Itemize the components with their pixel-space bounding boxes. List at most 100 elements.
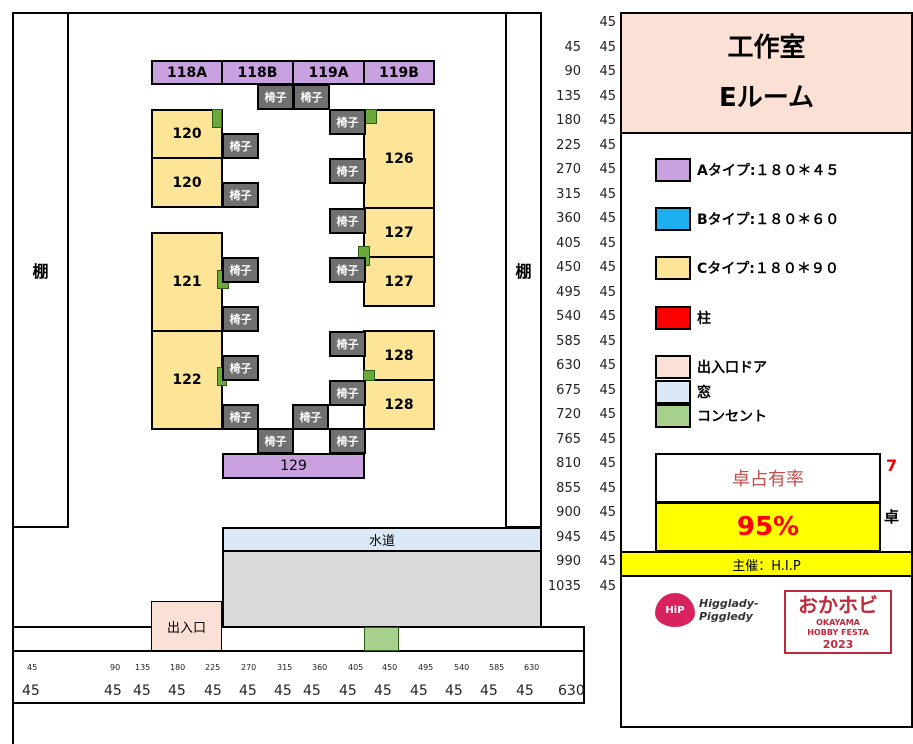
table-121[interactable]: 121 (151, 232, 223, 332)
legend-swatch (655, 404, 691, 428)
ruler-cumulative: 540 (556, 309, 581, 324)
table-119A[interactable]: 119A (292, 60, 365, 85)
ruler-cumulative: 630 (556, 358, 581, 373)
ruler-step: 45 (599, 456, 616, 471)
table-count: 7 (886, 456, 898, 475)
ruler-cumulative: 315 (277, 663, 293, 672)
ruler-cumulative: 990 (556, 554, 581, 569)
ruler-step: 45 (104, 683, 122, 699)
chair[interactable]: 椅子 (329, 208, 366, 234)
ruler-step: 45 (599, 15, 616, 30)
ruler-step: 45 (239, 683, 257, 699)
ruler-step: 45 (599, 480, 616, 496)
ruler-cumulative: 135 (556, 88, 581, 104)
ruler-step: 45 (599, 382, 616, 398)
counter-area (222, 550, 542, 628)
room-title: 工作室 Eルーム (620, 12, 913, 134)
ruler-cumulative: 360 (556, 211, 581, 226)
ruler-step: 45 (599, 186, 616, 202)
ruler-cumulative: 855 (556, 480, 581, 496)
table-127b[interactable]: 127 (363, 256, 435, 307)
entrance-door[interactable]: 出入口 (151, 601, 222, 651)
ruler-cumulative: 675 (556, 382, 581, 398)
ruler-step: 45 (599, 260, 616, 275)
chair[interactable]: 椅子 (329, 109, 366, 135)
chair[interactable]: 椅子 (257, 428, 294, 454)
ruler-step: 45 (204, 683, 222, 699)
ruler-step: 45 (410, 683, 428, 699)
table-127a[interactable]: 127 (363, 207, 435, 258)
room-title-1: 工作室 (727, 33, 806, 63)
chair[interactable]: 椅子 (329, 380, 366, 406)
legend-item: Cタイプ:１８０＊９０ (655, 256, 839, 280)
ruler-cumulative: 810 (556, 456, 581, 471)
legend-swatch (655, 355, 691, 379)
ruler-cumulative: 45 (564, 39, 581, 55)
chair[interactable]: 椅子 (293, 84, 330, 110)
ruler-step: 45 (274, 683, 292, 699)
chair[interactable]: 椅子 (222, 133, 259, 159)
table-120b[interactable]: 120 (151, 157, 223, 208)
chair[interactable]: 椅子 (329, 428, 366, 454)
ruler-step: 45 (599, 162, 616, 177)
chair[interactable]: 椅子 (329, 158, 366, 184)
ruler-step: 45 (599, 284, 616, 300)
shelf-right: 棚 (505, 12, 542, 528)
ruler-step: 45 (599, 309, 616, 324)
chair[interactable]: 椅子 (222, 355, 259, 381)
ruler-cumulative: 450 (556, 260, 581, 275)
ruler-cumulative: 900 (556, 505, 581, 520)
chair[interactable]: 椅子 (329, 257, 366, 283)
ruler-step: 45 (339, 683, 357, 699)
legend-swatch (655, 256, 691, 280)
ruler-cumulative: 405 (556, 235, 581, 251)
legend-swatch (655, 380, 691, 404)
table-119B[interactable]: 119B (363, 60, 435, 85)
ruler-cumulative: 225 (205, 663, 221, 672)
table-118A[interactable]: 118A (151, 60, 223, 85)
ruler-step: 45 (599, 39, 616, 55)
table-126[interactable]: 126 (363, 109, 435, 209)
legend-label: 柱 (697, 311, 711, 327)
chair[interactable]: 椅子 (292, 404, 329, 430)
table-129[interactable]: 129 (222, 453, 365, 479)
chair[interactable]: 椅子 (222, 306, 259, 332)
table-118B[interactable]: 118B (221, 60, 294, 85)
ruler-cumulative: 360 (312, 663, 328, 672)
ruler-step: 45 (599, 235, 616, 251)
ruler-cumulative: 180 (170, 663, 186, 672)
chair[interactable]: 椅子 (329, 331, 366, 357)
legend-swatch (655, 207, 691, 231)
ruler-cumulative: 45 (27, 663, 38, 672)
ruler-step: 45 (599, 211, 616, 226)
ruler-step: 45 (303, 683, 321, 699)
table-128b[interactable]: 128 (363, 379, 435, 430)
ruler-step: 45 (599, 505, 616, 520)
legend-label: Cタイプ:１８０＊９０ (697, 261, 839, 277)
ruler-step: 45 (599, 113, 616, 128)
ruler-step: 45 (599, 137, 616, 153)
ruler-cumulative: 585 (556, 333, 581, 349)
chair[interactable]: 椅子 (222, 257, 259, 283)
chair[interactable]: 椅子 (222, 404, 259, 430)
legend-label: コンセント (697, 409, 767, 425)
chair[interactable]: 椅子 (222, 182, 259, 208)
ruler-step: 45 (599, 358, 616, 373)
ruler-step: 45 (599, 554, 616, 569)
legend-label: 出入口ドア (697, 360, 767, 376)
legend-label: Bタイプ:１８０＊６０ (697, 212, 840, 228)
ruler-cumulative: 765 (556, 431, 581, 447)
table-122[interactable]: 122 (151, 330, 223, 430)
occupancy-value: 95% (655, 502, 881, 552)
legend-swatch (655, 306, 691, 330)
chair[interactable]: 椅子 (257, 84, 294, 110)
ruler-step: 45 (133, 683, 151, 699)
ruler-cumulative: 720 (556, 407, 581, 422)
hip-logo: HiP Higglady-Piggledy (655, 590, 765, 630)
legend-item: 窓 (655, 380, 711, 404)
legend-item: Aタイプ:１８０＊４５ (655, 158, 839, 182)
bottom-ruler-total: 630 (558, 683, 585, 699)
room-title-2: Eルーム (719, 83, 814, 113)
